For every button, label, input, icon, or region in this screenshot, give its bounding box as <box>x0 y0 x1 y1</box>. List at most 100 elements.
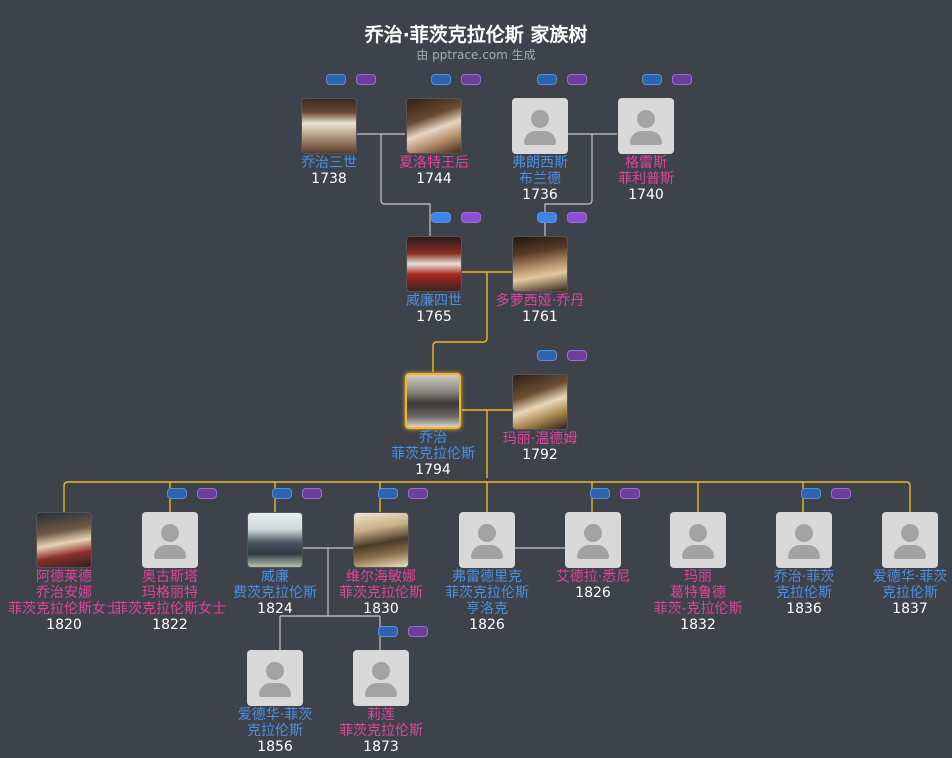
avatar-placeholder-icon[interactable] <box>776 512 832 568</box>
person-name-line[interactable]: 多萝西娅·乔丹 <box>495 293 585 309</box>
expand-spouse-toggle[interactable] <box>197 488 217 499</box>
person-name-line[interactable]: 乔治 <box>419 430 447 446</box>
descent-link <box>544 134 593 236</box>
person-name-line[interactable]: 维尔海敏娜 <box>346 569 416 585</box>
highlight-descent-link <box>432 272 488 372</box>
expand-spouse-toggle[interactable] <box>461 74 481 85</box>
person-name-line[interactable]: 费茨克拉伦斯 <box>233 585 317 601</box>
expand-spouse-toggle[interactable] <box>567 350 587 361</box>
expand-ancestors-toggle[interactable] <box>167 488 187 499</box>
descent-link <box>380 134 431 236</box>
expand-ancestors-toggle[interactable] <box>537 74 557 85</box>
expand-ancestors-toggle[interactable] <box>537 212 557 223</box>
person-name-line[interactable]: 威廉四世 <box>406 293 462 309</box>
expand-spouse-toggle[interactable] <box>408 488 428 499</box>
person-name-line[interactable]: 奥古斯塔 <box>142 569 198 585</box>
expand-ancestors-toggle[interactable] <box>378 488 398 499</box>
person-name-line[interactable]: 菲利普斯 <box>618 171 674 187</box>
expand-spouse-toggle[interactable] <box>672 74 692 85</box>
person-portrait[interactable] <box>406 98 462 154</box>
person-name-line[interactable]: 乔治三世 <box>301 155 357 171</box>
expand-ancestors-toggle[interactable] <box>431 74 451 85</box>
expand-ancestors-toggle[interactable] <box>378 626 398 637</box>
person-name-line[interactable]: 爱德华·菲茨 <box>872 569 948 585</box>
person-name-line[interactable]: 亨洛克 <box>466 601 508 617</box>
person-name-line[interactable]: 菲茨克拉伦斯 <box>391 446 475 462</box>
person-portrait[interactable] <box>512 374 568 430</box>
person-birth-year: 1826 <box>469 617 505 633</box>
person-name-line[interactable]: 夏洛特王后 <box>399 155 469 171</box>
person-name-line[interactable]: 布兰德 <box>519 171 561 187</box>
person-birth-year: 1765 <box>416 309 452 325</box>
person-birth-year: 1794 <box>415 462 451 478</box>
person-portrait[interactable] <box>405 373 461 429</box>
expand-ancestors-toggle[interactable] <box>272 488 292 499</box>
person-name-line[interactable]: 莉莲 <box>367 707 395 723</box>
person-name-line[interactable]: 弗朗西斯 <box>512 155 568 171</box>
person-birth-year: 1832 <box>680 617 716 633</box>
person-name-line[interactable]: 乔治安娜 <box>36 585 92 601</box>
person-birth-year: 1837 <box>892 601 928 617</box>
person-birth-year: 1738 <box>311 171 347 187</box>
expand-ancestors-toggle[interactable] <box>642 74 662 85</box>
avatar-placeholder-icon[interactable] <box>459 512 515 568</box>
person-name-line[interactable]: 玛格丽特 <box>142 585 198 601</box>
person-name-line[interactable]: 菲茨克拉伦斯 <box>339 585 423 601</box>
person-portrait[interactable] <box>512 236 568 292</box>
avatar-placeholder-icon[interactable] <box>512 98 568 154</box>
person-birth-year: 1822 <box>152 617 188 633</box>
avatar-placeholder-icon[interactable] <box>353 650 409 706</box>
avatar-placeholder-icon[interactable] <box>565 512 621 568</box>
person-portrait[interactable] <box>406 236 462 292</box>
descent-link <box>279 548 381 650</box>
expand-ancestors-toggle[interactable] <box>590 488 610 499</box>
person-portrait[interactable] <box>353 512 409 568</box>
person-portrait[interactable] <box>247 512 303 568</box>
person-name-line[interactable]: 弗雷德里克 <box>452 569 522 585</box>
person-name-line[interactable]: 克拉伦斯 <box>776 585 832 601</box>
expand-ancestors-toggle[interactable] <box>431 212 451 223</box>
person-name-line[interactable]: 克拉伦斯 <box>882 585 938 601</box>
page-subtitle: 由 pptrace.com 生成 <box>416 48 536 62</box>
person-name-line[interactable]: 菲茨克拉伦斯女士 <box>114 601 226 617</box>
person-name-line[interactable]: 威廉 <box>261 569 289 585</box>
person-name-line[interactable]: 玛丽 <box>684 569 712 585</box>
person-birth-year: 1826 <box>575 585 611 601</box>
expand-spouse-toggle[interactable] <box>831 488 851 499</box>
avatar-placeholder-icon[interactable] <box>247 650 303 706</box>
avatar-placeholder-icon[interactable] <box>142 512 198 568</box>
person-name-line[interactable]: 葛特鲁德 <box>670 585 726 601</box>
person-birth-year: 1761 <box>522 309 558 325</box>
person-name-line[interactable]: 克拉伦斯 <box>247 723 303 739</box>
expand-ancestors-toggle[interactable] <box>801 488 821 499</box>
expand-spouse-toggle[interactable] <box>356 74 376 85</box>
expand-spouse-toggle[interactable] <box>567 212 587 223</box>
person-name-line[interactable]: 艾德拉·悉尼 <box>555 569 631 585</box>
avatar-placeholder-icon[interactable] <box>670 512 726 568</box>
person-portrait[interactable] <box>301 98 357 154</box>
expand-ancestors-toggle[interactable] <box>326 74 346 85</box>
expand-ancestors-toggle[interactable] <box>537 350 557 361</box>
page-title: 乔治·菲茨克拉伦斯 家族树 <box>364 24 588 46</box>
person-name-line[interactable]: 乔治·菲茨 <box>773 569 835 585</box>
person-birth-year: 1873 <box>363 739 399 755</box>
expand-spouse-toggle[interactable] <box>408 626 428 637</box>
person-name-line[interactable]: 格雷斯 <box>625 155 667 171</box>
person-name-line[interactable]: 菲茨克拉伦斯 <box>339 723 423 739</box>
expand-spouse-toggle[interactable] <box>567 74 587 85</box>
expand-spouse-toggle[interactable] <box>302 488 322 499</box>
avatar-placeholder-icon[interactable] <box>618 98 674 154</box>
person-name-line[interactable]: 菲茨克拉伦斯女士 <box>8 601 120 617</box>
person-name-line[interactable]: 玛丽·温德姆 <box>502 431 578 447</box>
person-name-line[interactable]: 爱德华·菲茨 <box>237 707 313 723</box>
person-birth-year: 1856 <box>257 739 293 755</box>
person-birth-year: 1736 <box>522 187 558 203</box>
expand-spouse-toggle[interactable] <box>461 212 481 223</box>
expand-spouse-toggle[interactable] <box>620 488 640 499</box>
avatar-placeholder-icon[interactable] <box>882 512 938 568</box>
person-name-line[interactable]: 菲茨克拉伦斯 <box>445 585 529 601</box>
person-name-line[interactable]: 菲茨-克拉伦斯 <box>653 601 743 617</box>
person-portrait[interactable] <box>36 512 92 568</box>
person-name-line[interactable]: 阿德莱德 <box>36 569 92 585</box>
